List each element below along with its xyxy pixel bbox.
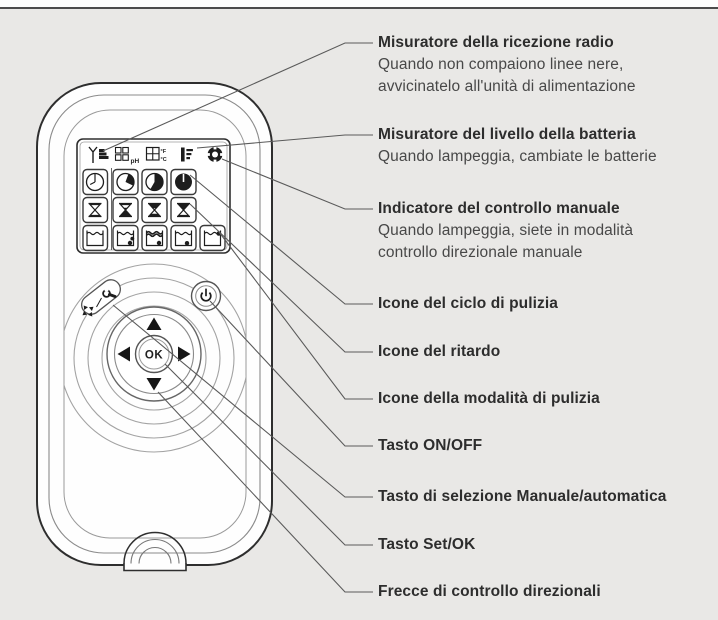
arrow-left-icon	[117, 346, 130, 362]
section-divider-rule	[0, 7, 718, 9]
callout-title: Icone della modalità di pulizia	[378, 390, 600, 407]
manual-control-wheel-icon	[207, 146, 223, 163]
pool-waterline-icon	[145, 230, 164, 247]
callout-cleaning-cycle-icons: Icone del ciclo di pulizia	[378, 293, 558, 315]
wrench-icon	[102, 288, 117, 298]
directional-pad: OK	[106, 306, 202, 402]
ok-button-label: OK	[145, 350, 163, 362]
leader-line-power-button	[209, 300, 373, 447]
hourglass-empty-icon	[88, 202, 102, 218]
temp-f-label: °F	[161, 149, 167, 155]
leader-line-ok-button	[164, 363, 373, 546]
callout-desc-line: avvicinatelo all'unità di alimentazione	[378, 78, 636, 95]
callout-desc-line: Quando lampeggia, cambiate le batterie	[378, 148, 657, 165]
clock-empty-icon	[85, 172, 105, 192]
callout-title: Tasto ON/OFF	[378, 437, 483, 454]
clock-quarter-icon	[116, 172, 135, 192]
callout-battery-level: Misuratore del livello della batteria Qu…	[378, 124, 657, 168]
callout-desc-line: Quando non compaiono linee nere,	[378, 56, 624, 73]
clock-half-icon	[145, 172, 164, 192]
leader-line-battery-level	[196, 134, 373, 149]
hourglass-top-full-icon	[177, 202, 190, 218]
callout-desc-line: controllo direzionale manuale	[378, 244, 583, 261]
callout-radio-reception: Misuratore della ricezione radio Quando …	[378, 32, 636, 98]
timer-grid-temp-icon: °F °C	[145, 146, 167, 163]
hourglass-running-icon	[148, 202, 161, 218]
callout-title: Icone del ritardo	[378, 343, 501, 360]
pool-floor-wall-icon	[116, 230, 135, 247]
callout-set-ok-button: Tasto Set/OK	[378, 534, 475, 556]
power-button	[190, 280, 222, 312]
slash-divider	[96, 297, 102, 308]
callout-title: Indicatore del controllo manuale	[378, 200, 620, 217]
ok-button: OK	[134, 334, 174, 374]
lcd-screen: pH °F °C	[76, 138, 231, 254]
callout-title: Misuratore della ricezione radio	[378, 34, 614, 51]
callout-title: Misuratore del livello della batteria	[378, 126, 636, 143]
leader-line-radio-reception	[102, 42, 373, 152]
pool-surface-icon	[203, 230, 222, 247]
arrow-right-icon	[178, 346, 191, 362]
leader-line-mode-select-button	[112, 304, 373, 498]
cleaning-cycle-icons	[82, 168, 197, 196]
leader-line-mode-icons	[218, 231, 373, 400]
cleaning-mode-icons	[82, 224, 226, 252]
delay-icons	[82, 196, 197, 224]
arrow-down-icon	[146, 378, 162, 391]
lanyard-notch	[123, 531, 187, 572]
callout-manual-indicator: Indicatore del controllo manuale Quando …	[378, 198, 633, 264]
ph-label: pH	[131, 158, 140, 165]
mode-select-button	[80, 279, 122, 317]
control-cluster-rings	[64, 263, 246, 453]
leader-line-cycle-icons	[189, 174, 373, 305]
callout-title: Frecce di controllo direzionali	[378, 583, 601, 600]
pool-floor-icon	[174, 230, 193, 247]
leader-line-delay-icons	[189, 203, 373, 353]
temp-c-label: °C	[161, 157, 167, 163]
leader-line-arrows	[157, 391, 373, 593]
page-top-margin	[0, 0, 718, 7]
callout-cleaning-mode-icons: Icone della modalità di pulizia	[378, 388, 600, 410]
pool-empty-icon	[86, 230, 104, 247]
callout-on-off-button: Tasto ON/OFF	[378, 435, 482, 457]
callout-mode-select-button: Tasto di selezione Manuale/automatica	[378, 486, 667, 508]
four-way-arrows-icon	[82, 305, 94, 317]
battery-level-icon	[181, 147, 193, 162]
callout-title: Tasto Set/OK	[378, 536, 476, 553]
timer-grid-ph-icon: pH	[114, 146, 140, 165]
power-icon	[200, 288, 212, 302]
hourglass-bottom-full-icon	[119, 202, 132, 218]
clock-full-icon	[175, 173, 192, 191]
callout-title: Tasto di selezione Manuale/automatica	[378, 488, 667, 505]
callout-delay-icons: Icone del ritardo	[378, 341, 500, 363]
arrow-up-icon	[146, 317, 162, 330]
callout-directional-arrows: Frecce di controllo direzionali	[378, 581, 601, 603]
callout-title: Icone del ciclo di pulizia	[378, 295, 559, 312]
leader-line-manual-indicator	[221, 158, 373, 210]
callout-desc-line: Quando lampeggia, siete in modalità	[378, 222, 634, 239]
